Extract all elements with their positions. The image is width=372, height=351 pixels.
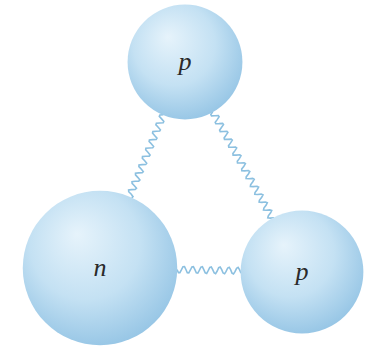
nucleon-label: p	[296, 257, 309, 287]
nucleon-label: n	[94, 253, 107, 283]
force-spring	[129, 115, 164, 198]
nucleon-label: p	[179, 47, 192, 77]
force-spring	[211, 112, 274, 218]
nucleon-sphere: p	[127, 4, 243, 120]
nucleon-sphere: p	[240, 210, 364, 334]
force-spring	[177, 267, 241, 274]
nucleon-sphere: n	[22, 190, 178, 346]
